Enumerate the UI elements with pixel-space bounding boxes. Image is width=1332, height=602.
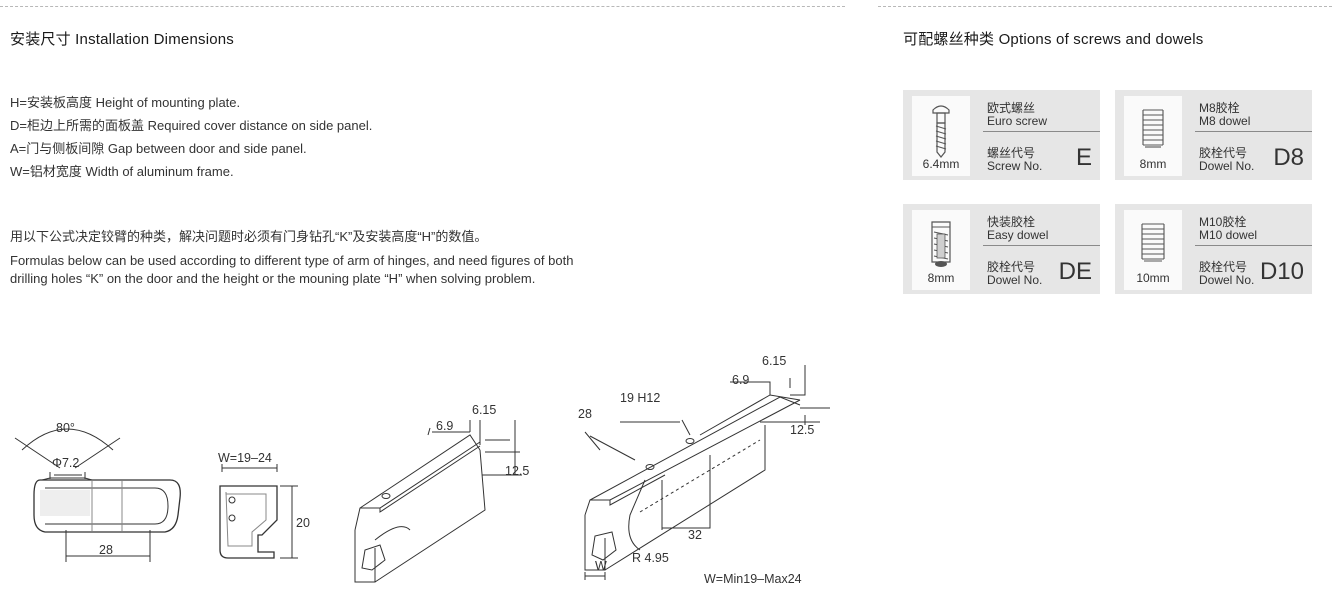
screw-icon	[932, 105, 950, 158]
hole-label: Φ7.2	[52, 456, 79, 470]
section-divider	[0, 6, 845, 7]
definition-w: W=铝材宽度 Width of aluminum frame.	[10, 164, 234, 179]
definition-h: H=安装板高度 Height of mounting plate.	[10, 95, 241, 110]
dowel-icon	[1142, 109, 1164, 148]
definition-d: D=柜边上所需的面板盖 Required cover distance on s…	[10, 118, 373, 133]
size-label: 10mm	[1136, 271, 1170, 285]
code-value: D8	[1273, 144, 1304, 171]
p2-depth-label: 32	[688, 528, 702, 542]
definitions-list: H=安装板高度 Height of mounting plate. D=柜边上所…	[10, 91, 372, 183]
code-value: DE	[1058, 258, 1092, 285]
dowel-icon	[1141, 223, 1165, 262]
divider	[1195, 245, 1312, 246]
p1-width2-label: 6.15	[472, 403, 496, 417]
frame-section-drawing	[219, 464, 298, 559]
p1-height-label: 12.5	[505, 464, 529, 478]
p2-tolerance-label: 19 H12	[620, 391, 660, 405]
thumb: 6.4mm	[912, 96, 970, 176]
p2-height-label: 12.5	[790, 423, 814, 437]
thumb: 8mm	[912, 210, 970, 290]
divider	[983, 245, 1100, 246]
easy-dowel-icon	[931, 221, 951, 267]
frame-height-label: 20	[296, 516, 310, 530]
p2-range-label: W=Min19–Max24	[704, 572, 802, 586]
thumb: 10mm	[1124, 210, 1182, 290]
thumb: 8mm	[1124, 96, 1182, 176]
formula-note-en: Formulas below can be used according to …	[10, 252, 573, 288]
divider	[983, 131, 1100, 132]
p2-length-label: 28	[578, 407, 592, 421]
p2-w-label: W	[595, 559, 607, 573]
frame-width-label: W=19–24	[218, 451, 272, 465]
section-divider	[878, 6, 1332, 7]
code-value: D10	[1259, 258, 1304, 285]
installation-title: 安装尺寸 Installation Dimensions	[10, 31, 235, 48]
profile-1-drawing	[354, 420, 522, 583]
definition-a: A=门与侧板间隙 Gap between door and side panel…	[10, 141, 307, 156]
options-title: 可配螺丝种类 Options of screws and dowels	[903, 31, 1204, 48]
code-value: E	[1075, 144, 1092, 171]
formula-note-en-line1: Formulas below can be used according to …	[10, 253, 574, 268]
p1-width1-label: 6.9	[436, 419, 453, 433]
formula-note-cn: 用以下公式决定铰臂的种类，解决问题时必须有门身钻孔“K”及安装高度“H”的数值。	[10, 229, 488, 244]
divider	[1195, 131, 1312, 132]
size-label: 6.4mm	[922, 157, 960, 171]
cup-width-label: 28	[99, 543, 113, 557]
hinge-cup-drawing	[14, 428, 181, 562]
p2-radius-label: R 4.95	[632, 551, 669, 565]
size-label: 8mm	[927, 271, 955, 285]
size-label: 8mm	[1139, 157, 1167, 171]
drawing-labels: 80° Φ7.2 28 W=19–24 20 6.9 6.15 12.5 28 …	[52, 354, 814, 586]
technical-drawings: 80° Φ7.2 28 W=19–24 20 6.9 6.15 12.5 28 …	[14, 354, 830, 586]
p2-width1-label: 6.9	[732, 373, 749, 387]
p2-width2-label: 6.15	[762, 354, 786, 368]
formula-note-en-line2: drilling holes “K” on the door and the h…	[10, 271, 536, 286]
profile-2-drawing	[584, 365, 830, 580]
angle-label: 80°	[56, 421, 75, 435]
